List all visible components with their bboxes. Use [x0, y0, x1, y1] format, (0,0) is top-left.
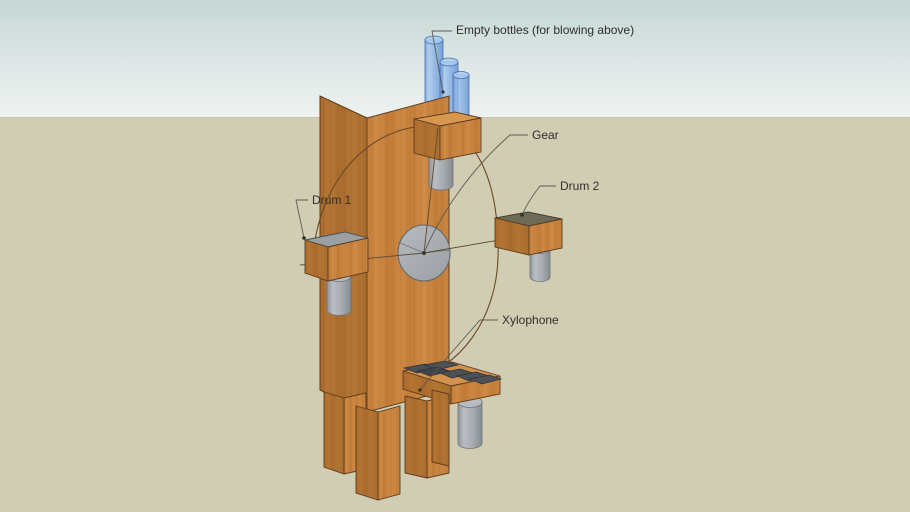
drum-1 — [304, 231, 369, 316]
leader-endpoints — [302, 90, 524, 392]
leader-lines — [295, 30, 556, 391]
xylophone-cylinder — [457, 396, 483, 449]
ground-background — [0, 118, 910, 512]
label-drum-2: Drum 2 — [560, 179, 600, 193]
label-xylophone: Xylophone — [502, 313, 559, 327]
label-gear: Gear — [532, 128, 559, 142]
leader-bottles — [431, 30, 452, 93]
label-empty-bottles: Empty bottles (for blowing above) — [456, 23, 635, 37]
leader-xylophone — [419, 319, 498, 391]
top-mount-block — [413, 111, 482, 191]
label-drum-1: Drum 1 — [312, 193, 352, 207]
leader-drum1 — [295, 199, 308, 239]
drive-belt — [311, 125, 499, 383]
legs-group — [323, 389, 450, 501]
leg-2 — [355, 405, 401, 501]
xylophone-bars — [402, 360, 503, 385]
leader-gear — [423, 134, 528, 254]
leg-4 — [431, 389, 450, 467]
leader-drum2 — [521, 185, 556, 216]
drum-2 — [494, 211, 563, 282]
xylophone — [402, 360, 503, 449]
